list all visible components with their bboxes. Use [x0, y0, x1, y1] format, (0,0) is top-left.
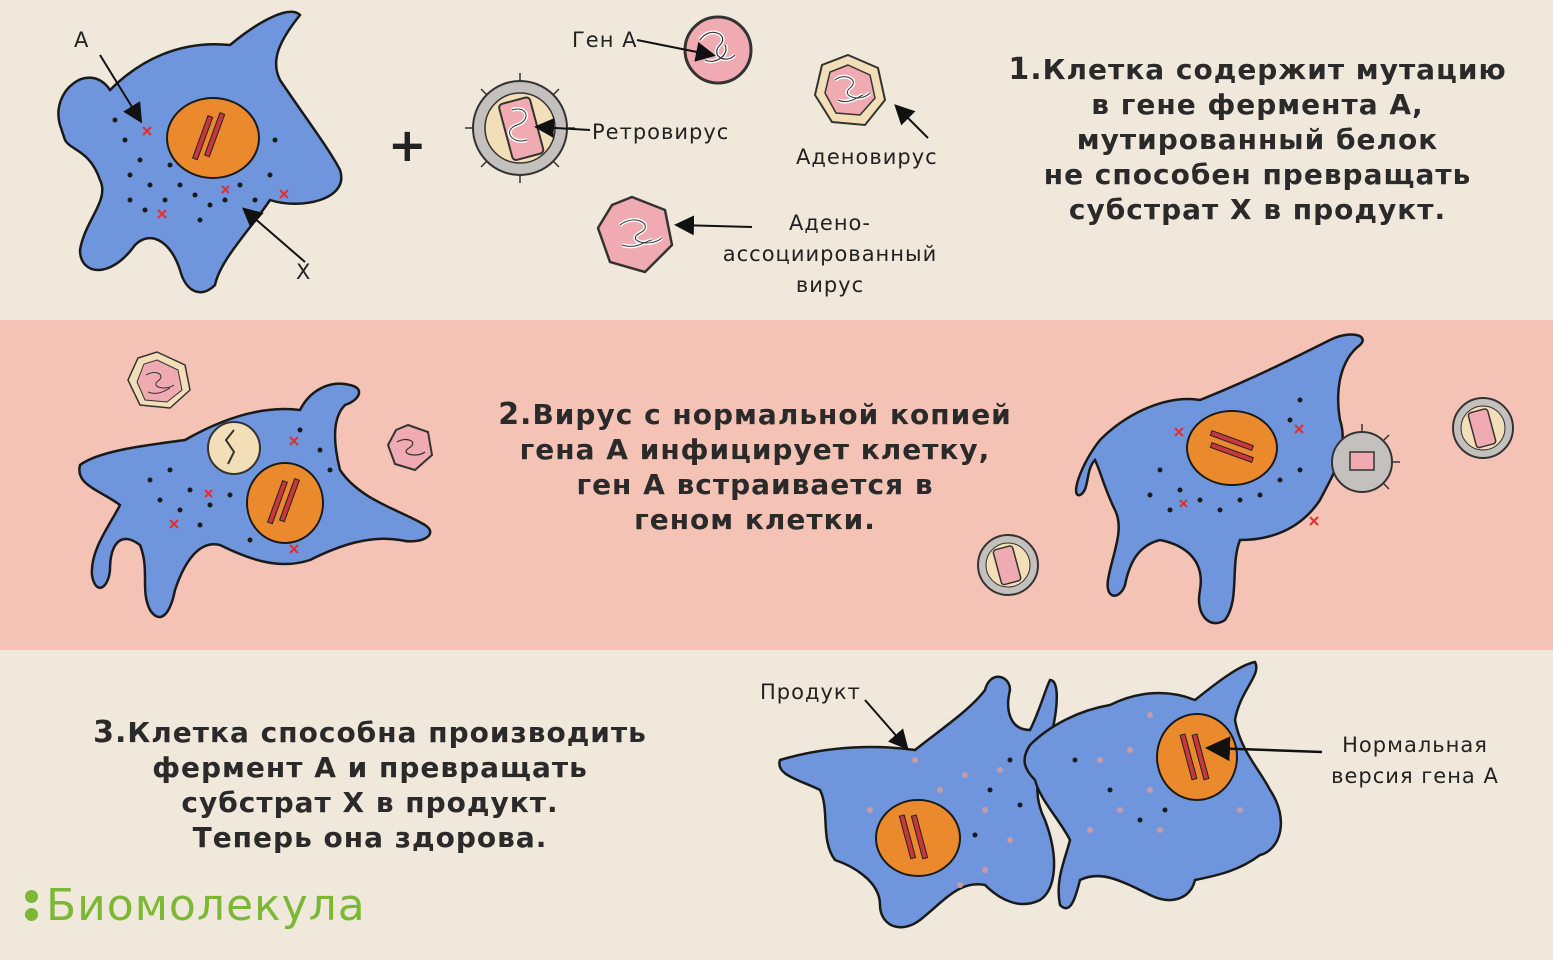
- plus-sign: +: [388, 118, 428, 172]
- label-aav-line-1: Адено-: [789, 211, 871, 235]
- label-x: Х: [296, 260, 312, 284]
- healthy-cell-left: [778, 675, 1058, 929]
- label-retrovirus: Ретровирус: [592, 120, 730, 144]
- step-2-line-2: гена А инфицирует клетку,: [519, 433, 991, 466]
- mini-retrovirus-right-icon: [1452, 397, 1514, 459]
- arrow-adenovirus: [894, 104, 929, 139]
- step-1-line-5: субстрат Х в продукт.: [1068, 193, 1447, 226]
- label-aav-line-2: ассоциированный: [722, 242, 938, 266]
- step-1-number: 1.: [1008, 52, 1043, 87]
- step-2-text: 2.Вирус с нормальной копией гена А инфиц…: [470, 397, 1040, 537]
- step-1-line-3: мутированный белок: [1076, 123, 1439, 156]
- step-1-line-2: в гене фермента А,: [1091, 88, 1424, 121]
- step-3-line-3: субстрат Х в продукт.: [181, 786, 559, 819]
- healthy-cell-right: [1023, 660, 1283, 910]
- label-aav: Адено- ассоциированный вирус: [700, 208, 960, 301]
- aav-icon: [596, 195, 674, 274]
- step-1-line-1: 1.Клетка содержит мутацию: [1008, 52, 1507, 87]
- arrow-retrovirus: [534, 117, 591, 138]
- mini-adenovirus-icon: [127, 351, 191, 409]
- two-green-dots-icon: [25, 890, 38, 921]
- adenovirus-icon: [813, 53, 887, 127]
- step-2-line-1: 2.Вирус с нормальной копией: [498, 397, 1012, 432]
- label-normal-gene: Нормальная версия гена А: [1315, 730, 1515, 792]
- retrovirus-icon: [465, 73, 575, 183]
- step-3-line-1: 3.Клетка способна производить: [93, 715, 647, 750]
- arrow-a: [99, 54, 143, 124]
- diseased-cell-1: [57, 10, 343, 294]
- arrow-x: [241, 207, 306, 263]
- arrow-normal-gene: [1205, 736, 1323, 762]
- label-normal-gene-line-2: версия гена А: [1331, 764, 1499, 788]
- label-adenovirus: Аденовирус: [796, 145, 938, 169]
- step-3-number: 3.: [93, 715, 128, 750]
- logo-text: Биомолекула: [46, 880, 366, 931]
- infected-cell-left: [78, 382, 432, 619]
- step-3-text: 3.Клетка способна производить фермент А …: [60, 715, 680, 855]
- arrow-product: [864, 699, 909, 751]
- step-2-line-3: ген А встраивается в: [576, 468, 934, 501]
- step-1-text: 1.Клетка содержит мутацию в гене фермент…: [985, 52, 1530, 227]
- infected-cell-right: [1074, 333, 1400, 625]
- label-normal-gene-line-1: Нормальная: [1342, 733, 1488, 757]
- step-3-line-2: фермент А и превращать: [152, 751, 588, 784]
- step-2-number: 2.: [498, 397, 533, 432]
- mini-retrovirus-bottom-icon: [977, 534, 1039, 596]
- label-product: Продукт: [760, 680, 861, 704]
- band-step-3: [0, 650, 1553, 960]
- biomolecula-logo: Биомолекула: [25, 880, 366, 931]
- arrow-aav: [674, 215, 753, 236]
- label-a: А: [74, 28, 90, 52]
- arrow-gene-a: [636, 39, 716, 62]
- label-gene-a: Ген А: [572, 28, 638, 52]
- step-1-line-4: не способен превращать: [1043, 158, 1472, 191]
- gene-a-icon: [683, 15, 753, 85]
- step-2-line-4: геном клетки.: [634, 503, 876, 536]
- label-aav-line-3: вирус: [795, 273, 865, 297]
- step-3-line-4: Теперь она здорова.: [192, 821, 548, 854]
- mini-aav-icon: [386, 423, 434, 472]
